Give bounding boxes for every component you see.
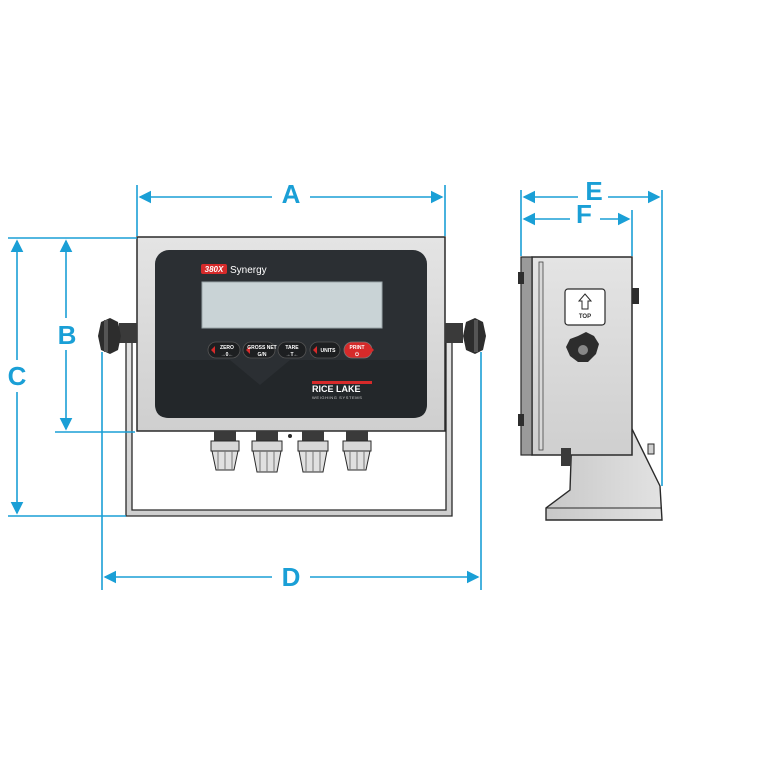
model-name: Synergy xyxy=(230,265,267,276)
print-key-label: PRINT xyxy=(350,345,365,351)
dimension-label-f: F xyxy=(576,199,592,229)
dimension-lines: A B C D E F xyxy=(8,176,663,592)
top-label-text: TOP xyxy=(579,314,591,320)
dimension-label-b: B xyxy=(58,320,77,350)
brand-tagline: WEIGHING SYSTEMS xyxy=(312,395,363,400)
gross-net-key-sub: G/N xyxy=(258,352,267,358)
tare-key-sub: →T← xyxy=(285,352,298,358)
zero-key-label: ZERO xyxy=(220,345,234,351)
tare-key-label: TARE xyxy=(285,345,299,351)
model-number: 380X xyxy=(205,265,224,274)
front-view: 380X Synergy ZERO →0← GROSS NET G/N TARE xyxy=(98,236,486,517)
print-key-sub: ⏻ xyxy=(355,352,359,358)
lcd-display xyxy=(201,281,383,329)
gross-net-key-label: GROSS NET xyxy=(247,345,276,351)
zero-key[interactable]: ZERO →0← xyxy=(207,341,241,359)
dimension-label-d: D xyxy=(282,562,301,592)
keypad: ZERO →0← GROSS NET G/N TARE →T← UNITS xyxy=(207,341,374,359)
cable-glands xyxy=(210,431,372,473)
dimension-label-e: E xyxy=(585,176,602,206)
dimension-label-a: A xyxy=(282,179,301,209)
dimension-label-c: C xyxy=(8,361,27,391)
units-key[interactable]: UNITS xyxy=(309,341,341,359)
right-knob[interactable] xyxy=(445,318,486,354)
brand-name: RICE LAKE xyxy=(312,384,361,394)
up-arrow-icon xyxy=(577,293,593,310)
side-knob[interactable] xyxy=(566,332,599,362)
side-view: TOP xyxy=(518,256,663,521)
top-label: TOP xyxy=(564,288,606,326)
gross-net-key[interactable]: GROSS NET G/N xyxy=(242,341,277,359)
print-key[interactable]: PRINT ⏻ xyxy=(343,341,374,359)
model-badge: 380X Synergy xyxy=(201,264,267,276)
tare-key[interactable]: TARE →T← xyxy=(277,341,307,359)
left-knob[interactable] xyxy=(98,318,137,354)
units-key-label: UNITS xyxy=(321,348,337,354)
zero-key-sub: →0← xyxy=(221,352,234,358)
brand-logo: RICE LAKE WEIGHING SYSTEMS xyxy=(312,381,372,400)
